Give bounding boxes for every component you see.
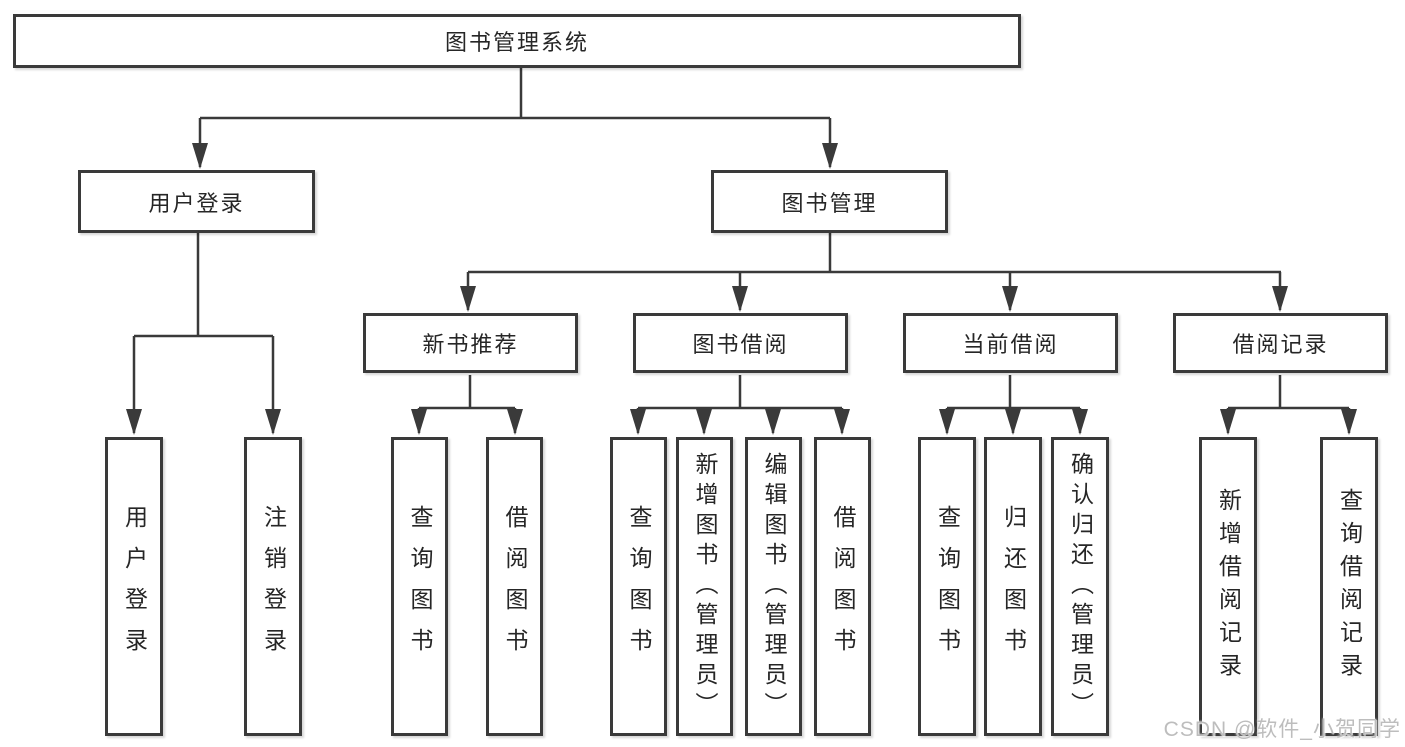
leaf-label: 用户登录	[121, 504, 148, 669]
leaf-label: 查询图书	[934, 504, 961, 669]
node-user-login-group: 用户登录	[78, 170, 315, 233]
leaf-current-return-books: 归还图书	[984, 437, 1042, 736]
leaf-label: 新增图书（管理员）	[692, 451, 718, 722]
leaf-label: 查询图书	[407, 504, 433, 669]
leaf-label: 注销登录	[260, 504, 287, 669]
leaf-label: 查询借阅记录	[1336, 487, 1363, 686]
node-label: 图书管理系统	[444, 30, 589, 55]
leaf-recommend-search-books: 查询图书	[391, 437, 448, 736]
node-label: 用户登录	[148, 190, 245, 216]
leaf-label: 确认归还（管理员）	[1067, 451, 1094, 722]
leaf-current-search-books: 查询图书	[918, 437, 976, 736]
node-label: 新书推荐	[422, 332, 519, 357]
leaf-current-confirm-return-admin: 确认归还（管理员）	[1051, 437, 1109, 736]
leaf-logout: 注销登录	[244, 437, 302, 736]
leaf-label: 编辑图书（管理员）	[761, 451, 787, 722]
node-new-book-recommend: 新书推荐	[363, 313, 578, 373]
leaf-records-add-record: 新增借阅记录	[1199, 437, 1257, 736]
leaf-borrowing-add-books-admin: 新增图书（管理员）	[676, 437, 733, 736]
node-book-management: 图书管理	[711, 170, 948, 233]
node-label: 借阅记录	[1232, 332, 1329, 357]
connector-segments	[134, 68, 1349, 410]
node-current-borrowing: 当前借阅	[903, 313, 1118, 373]
node-book-borrowing: 图书借阅	[633, 313, 848, 373]
leaf-label: 借阅图书	[830, 504, 856, 669]
csdn-watermark: CSDN @软件_小贺同学	[1163, 718, 1401, 741]
node-library-system-root: 图书管理系统	[13, 14, 1021, 68]
leaf-borrowing-search-books: 查询图书	[610, 437, 667, 736]
leaf-records-search-record: 查询借阅记录	[1320, 437, 1378, 736]
node-borrowing-records: 借阅记录	[1173, 313, 1388, 373]
leaf-borrowing-edit-books-admin: 编辑图书（管理员）	[745, 437, 802, 736]
leaf-user-login: 用户登录	[105, 437, 163, 736]
node-label: 图书管理	[781, 190, 878, 216]
leaf-recommend-borrow-books: 借阅图书	[486, 437, 543, 736]
leaf-label: 查询图书	[626, 504, 652, 669]
leaf-borrowing-borrow-books: 借阅图书	[814, 437, 871, 736]
node-label: 图书借阅	[692, 332, 789, 357]
leaf-label: 借阅图书	[502, 504, 528, 669]
leaf-label: 归还图书	[1000, 504, 1027, 669]
leaf-label: 新增借阅记录	[1215, 487, 1242, 686]
node-label: 当前借阅	[962, 332, 1059, 357]
